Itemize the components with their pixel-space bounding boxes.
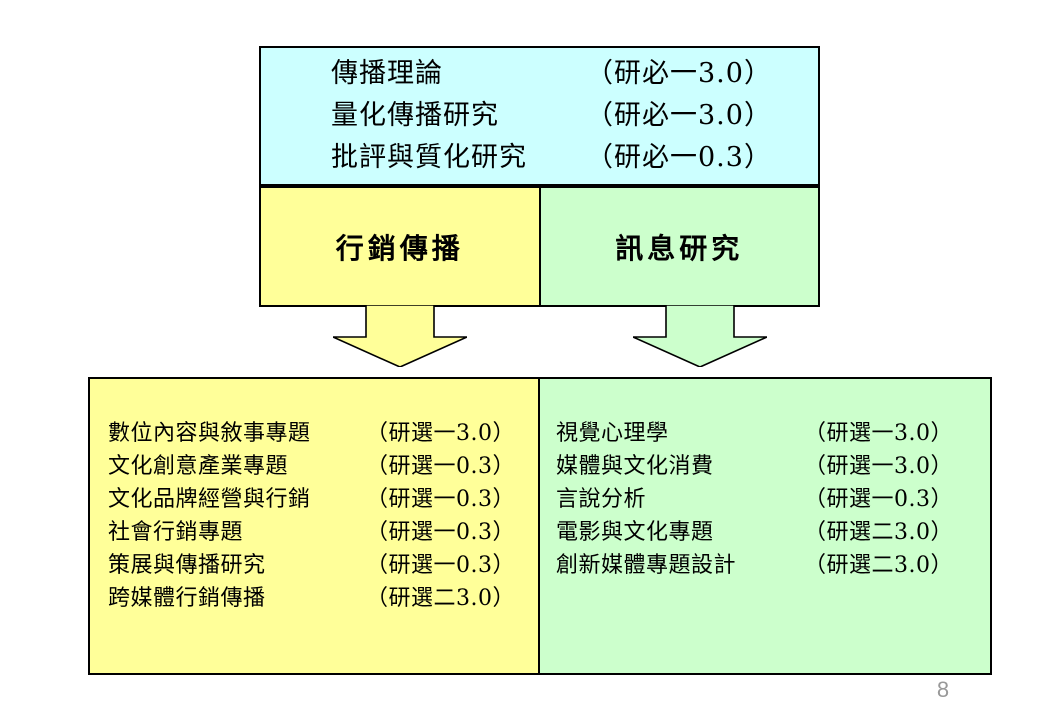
required-course-row: 量化傳播研究 （研必一3.0） — [331, 95, 818, 137]
elective-row: 言說分析 （研選一0.3） — [556, 483, 990, 516]
course-code: （研選一3.0） — [804, 454, 953, 479]
required-course-row: 傳播理論 （研必一3.0） — [331, 53, 818, 95]
course-name: 視覺心理學 — [556, 421, 669, 446]
elective-row: 視覺心理學 （研選一3.0） — [556, 417, 990, 450]
course-code: （研必一0.3） — [586, 142, 772, 173]
required-courses-box: 傳播理論 （研必一3.0） 量化傳播研究 （研必一3.0） 批評與質化研究 （研… — [259, 46, 820, 186]
course-code: （研選一0.3） — [366, 454, 515, 479]
course-name: 電影與文化專題 — [556, 520, 714, 545]
course-name: 文化創意產業專題 — [108, 454, 289, 479]
electives-row: 數位內容與敘事專題 （研選一3.0） 文化創意產業專題 （研選一0.3） 文化品… — [88, 377, 992, 675]
course-name: 批評與質化研究 — [331, 142, 527, 173]
course-name: 文化品牌經營與行銷 — [108, 487, 311, 512]
course-code: （研選二3.0） — [366, 586, 515, 611]
course-code: （研選一0.3） — [804, 487, 953, 512]
course-name: 策展與傳播研究 — [108, 553, 266, 578]
course-code: （研選一0.3） — [366, 520, 515, 545]
course-code: （研選一0.3） — [366, 553, 515, 578]
elective-row: 電影與文化專題 （研選二3.0） — [556, 516, 990, 549]
course-code: （研選一0.3） — [366, 487, 515, 512]
course-name: 媒體與文化消費 — [556, 454, 714, 479]
course-name: 社會行銷專題 — [108, 520, 244, 545]
elective-row: 社會行銷專題 （研選一0.3） — [108, 516, 538, 549]
course-name: 量化傳播研究 — [331, 100, 499, 131]
track-header-row: 行銷傳播 訊息研究 — [259, 186, 820, 307]
elective-row: 策展與傳播研究 （研選一0.3） — [108, 549, 538, 582]
course-code: （研選二3.0） — [804, 553, 953, 578]
course-name: 傳播理論 — [331, 58, 443, 89]
course-code: （研必一3.0） — [586, 100, 772, 131]
course-name: 數位內容與敘事專題 — [108, 421, 311, 446]
course-code: （研選二3.0） — [804, 520, 953, 545]
course-name: 創新媒體專題設計 — [556, 553, 737, 578]
track-marketing-communication: 行銷傳播 — [259, 186, 541, 307]
course-name: 跨媒體行銷傳播 — [108, 586, 266, 611]
track-message-research: 訊息研究 — [538, 186, 820, 307]
course-code: （研必一3.0） — [586, 58, 772, 89]
elective-row: 文化創意產業專題 （研選一0.3） — [108, 450, 538, 483]
elective-row: 創新媒體專題設計 （研選二3.0） — [556, 549, 990, 582]
down-arrow-message-icon — [633, 305, 767, 367]
course-code: （研選一3.0） — [804, 421, 953, 446]
elective-row: 媒體與文化消費 （研選一3.0） — [556, 450, 990, 483]
elective-row: 文化品牌經營與行銷 （研選一0.3） — [108, 483, 538, 516]
course-name: 言說分析 — [556, 487, 647, 512]
elective-row: 數位內容與敘事專題 （研選一3.0） — [108, 417, 538, 450]
page-number: 8 — [936, 677, 950, 702]
down-arrow-marketing-icon — [333, 305, 467, 367]
required-course-row: 批評與質化研究 （研必一0.3） — [331, 137, 818, 179]
electives-marketing-box: 數位內容與敘事專題 （研選一3.0） 文化創意產業專題 （研選一0.3） 文化品… — [88, 377, 540, 675]
electives-message-box: 視覺心理學 （研選一3.0） 媒體與文化消費 （研選一3.0） 言說分析 （研選… — [538, 377, 992, 675]
course-code: （研選一3.0） — [366, 421, 515, 446]
elective-row: 跨媒體行銷傳播 （研選二3.0） — [108, 582, 538, 615]
